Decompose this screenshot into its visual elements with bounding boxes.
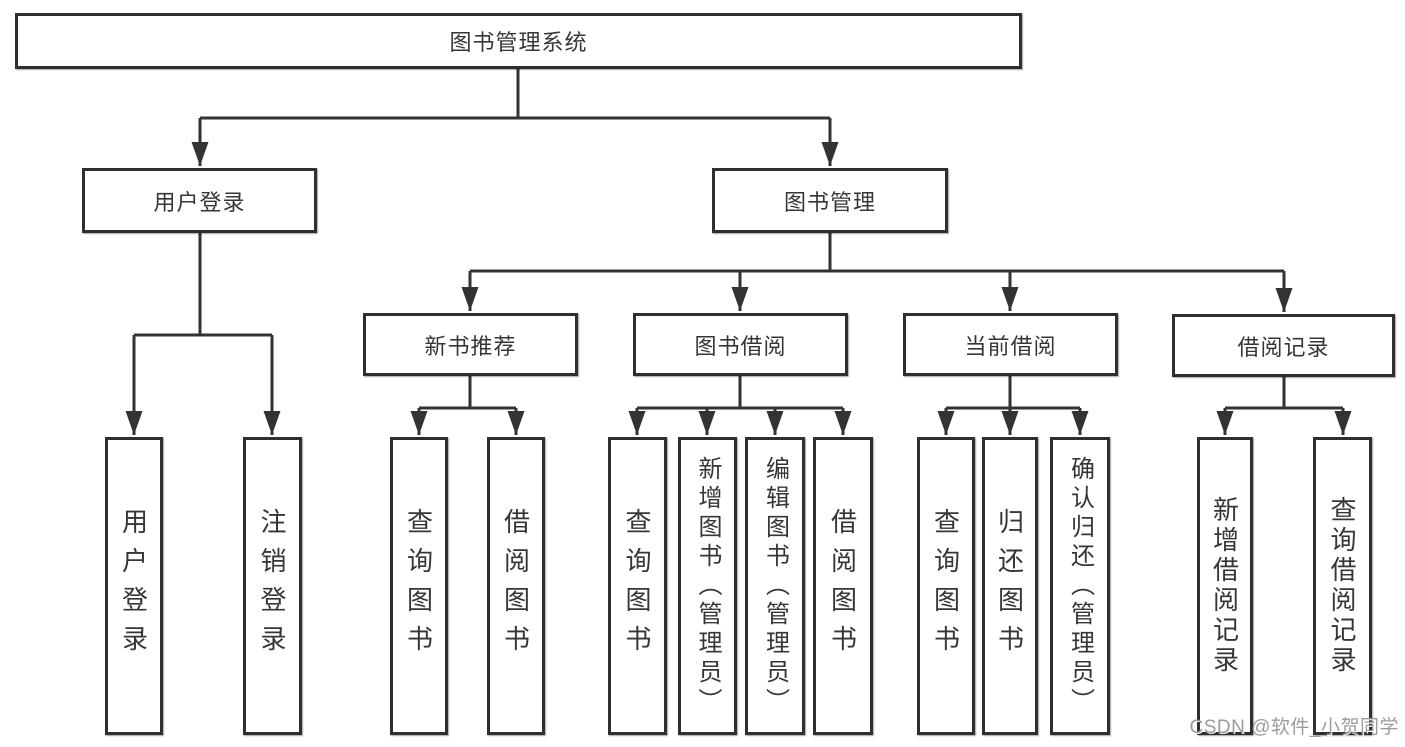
node-borrow-records: 借阅记录 — [1172, 314, 1395, 377]
leaf-borrow-books-2: 借阅图书 — [813, 437, 873, 735]
leaf-query-books-1: 查询图书 — [390, 437, 448, 735]
leaf-add-book-admin: 新增图书（管理员） — [678, 437, 737, 735]
node-root: 图书管理系统 — [15, 13, 1022, 69]
leaf-edit-book-admin: 编辑图书（管理员） — [745, 437, 805, 735]
leaf-add-borrow-record-label: 新增借阅记录 — [1209, 496, 1240, 676]
leaf-return-books-label: 归还图书 — [994, 508, 1025, 664]
leaf-query-books-3-label: 查询图书 — [930, 508, 961, 664]
node-book-mgmt: 图书管理 — [712, 168, 948, 233]
leaf-confirm-return-admin-label: 确认归还（管理员） — [1066, 455, 1094, 717]
node-current-borrow-label: 当前借阅 — [964, 333, 1057, 359]
leaf-add-book-admin-label: 新增图书（管理员） — [694, 455, 721, 717]
leaf-user-login: 用户登录 — [105, 437, 163, 735]
node-user-login-label: 用户登录 — [153, 189, 246, 215]
leaf-confirm-return-admin: 确认归还（管理员） — [1050, 437, 1110, 735]
leaf-query-books-2-label: 查询图书 — [622, 508, 652, 664]
leaf-edit-book-admin-label: 编辑图书（管理员） — [761, 455, 789, 717]
node-book-mgmt-label: 图书管理 — [783, 189, 876, 215]
leaf-query-borrow-record: 查询借阅记录 — [1313, 437, 1372, 735]
watermark-text: CSDN @软件_小贺同学 — [1189, 717, 1399, 738]
leaf-query-books-2: 查询图书 — [608, 437, 667, 735]
leaf-return-books: 归还图书 — [982, 437, 1038, 735]
leaf-logout-label: 注销登录 — [257, 508, 287, 664]
leaf-borrow-books-2-label: 借阅图书 — [827, 508, 858, 664]
node-current-borrow: 当前借阅 — [903, 313, 1118, 376]
node-new-book-rec-label: 新书推荐 — [424, 333, 517, 359]
node-new-book-rec: 新书推荐 — [363, 313, 578, 376]
leaf-add-borrow-record: 新增借阅记录 — [1197, 437, 1253, 735]
node-book-borrow-label: 图书借阅 — [694, 333, 787, 359]
leaf-borrow-books-1: 借阅图书 — [487, 437, 545, 735]
node-user-login: 用户登录 — [82, 168, 317, 233]
leaf-query-books-1-label: 查询图书 — [403, 508, 434, 664]
leaf-user-login-label: 用户登录 — [118, 508, 149, 664]
leaf-query-books-3: 查询图书 — [917, 437, 975, 735]
node-borrow-records-label: 借阅记录 — [1237, 334, 1330, 360]
leaf-borrow-books-1-label: 借阅图书 — [500, 508, 531, 664]
node-root-label: 图书管理系统 — [449, 30, 588, 55]
leaf-query-borrow-record-label: 查询借阅记录 — [1327, 496, 1357, 676]
leaf-logout: 注销登录 — [243, 437, 302, 735]
node-book-borrow: 图书借阅 — [633, 313, 848, 376]
